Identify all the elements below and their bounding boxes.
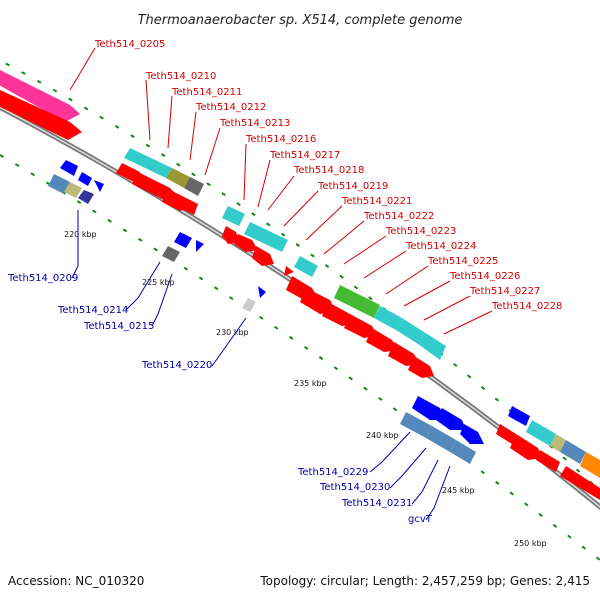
map-title: Thermoanaerobacter sp. X514, complete ge… — [138, 13, 463, 28]
feature-teth514-0205-red[interactable] — [0, 90, 82, 140]
feature-blue-0220[interactable] — [258, 286, 266, 298]
feature-steel-0230[interactable] — [426, 426, 456, 452]
feature-blue-0209-b[interactable] — [78, 172, 92, 186]
label-teth514-0205[interactable]: Teth514_0205 — [94, 39, 165, 50]
feature-orange-right[interactable] — [580, 452, 600, 478]
feature-red-0210[interactable] — [116, 163, 140, 182]
label-teth514-0224[interactable]: Teth514_0224 — [405, 241, 476, 252]
forward-labels: Teth514_0205 Teth514_0210 Teth514_0211 T… — [94, 39, 562, 312]
label-teth514-0212[interactable]: Teth514_0212 — [195, 102, 266, 113]
tick-245kbp: 245 kbp — [442, 486, 475, 495]
feature-red-right-1[interactable] — [496, 424, 516, 444]
label-teth514-0220[interactable]: Teth514_0220 — [141, 360, 212, 371]
feature-steel-right[interactable] — [560, 440, 586, 464]
label-teth514-0216[interactable]: Teth514_0216 — [245, 134, 316, 145]
feature-navy-0209[interactable] — [78, 190, 94, 204]
feature-steel-0229[interactable] — [400, 412, 432, 438]
feature-cyan-0225[interactable] — [396, 318, 424, 344]
tick-220kbp: 220 kbp — [64, 230, 97, 239]
tick-240kbp: 240 kbp — [366, 431, 399, 440]
feature-blue-0214[interactable] — [174, 232, 192, 248]
feature-red-0224[interactable] — [344, 314, 378, 338]
tick-235kbp: 235 kbp — [294, 379, 327, 388]
label-teth514-0213[interactable]: Teth514_0213 — [219, 118, 290, 129]
feature-red-0216[interactable] — [222, 226, 240, 244]
label-teth514-0226[interactable]: Teth514_0226 — [449, 271, 520, 282]
label-teth514-0217[interactable]: Teth514_0217 — [269, 150, 340, 161]
feature-cyan-0216[interactable] — [222, 206, 245, 226]
feature-olive-0211[interactable] — [166, 168, 190, 188]
feature-gray-0214[interactable] — [162, 246, 180, 262]
label-teth514-0211[interactable]: Teth514_0211 — [171, 87, 242, 98]
label-teth514-0209[interactable]: Teth514_0209 — [7, 273, 78, 284]
accession-text: Accession: NC_010320 — [8, 574, 144, 588]
feature-teth514-0205-magenta[interactable] — [0, 70, 80, 122]
label-gcvt[interactable]: gcvT — [408, 514, 433, 525]
feature-red-right-2[interactable] — [510, 434, 542, 460]
feature-cyan-0224[interactable] — [374, 306, 402, 330]
feature-blue-0230[interactable] — [436, 408, 466, 430]
feature-green-0223[interactable] — [334, 285, 380, 318]
feature-khaki-right[interactable] — [550, 434, 566, 452]
label-teth514-0230[interactable]: Teth514_0230 — [319, 482, 390, 493]
feature-cyan-0210[interactable] — [124, 148, 172, 178]
feature-red-0213[interactable] — [182, 198, 198, 215]
label-teth514-0231[interactable]: Teth514_0231 — [341, 498, 412, 509]
feature-blue-0215[interactable] — [196, 240, 204, 252]
feature-cyan-0217[interactable] — [244, 222, 288, 252]
feature-khaki-0209[interactable] — [64, 182, 82, 198]
label-teth514-0228[interactable]: Teth514_0228 — [491, 301, 562, 312]
reverse-label-leaders — [71, 210, 451, 521]
feature-blue-right[interactable] — [508, 406, 530, 426]
feature-red-0227[interactable] — [408, 356, 434, 378]
feature-blue-0229[interactable] — [412, 396, 446, 420]
tick-225kbp: 225 kbp — [142, 278, 175, 287]
coordinate-ticks: 220 kbp 225 kbp 230 kbp 235 kbp 240 kbp … — [64, 230, 547, 548]
label-teth514-0215[interactable]: Teth514_0215 — [83, 321, 154, 332]
topology-text: Topology: circular; Length: 2,457,259 bp… — [259, 574, 590, 588]
label-teth514-0223[interactable]: Teth514_0223 — [385, 226, 456, 237]
label-teth514-0219[interactable]: Teth514_0219 — [317, 181, 388, 192]
feature-gray-0220[interactable] — [242, 298, 256, 312]
forward-label-leaders — [69, 47, 493, 335]
feature-cyan-right[interactable] — [526, 420, 556, 446]
feature-blue-0209-c[interactable] — [94, 180, 104, 192]
feature-red-0226[interactable] — [388, 342, 420, 366]
label-teth514-0229[interactable]: Teth514_0229 — [297, 467, 368, 478]
label-teth514-0214[interactable]: Teth514_0214 — [57, 305, 128, 316]
feature-red-0217[interactable] — [234, 234, 258, 252]
label-teth514-0218[interactable]: Teth514_0218 — [293, 165, 364, 176]
feature-blue-0209-a[interactable] — [60, 160, 78, 176]
feature-red-0219[interactable] — [284, 266, 294, 276]
tick-250kbp: 250 kbp — [514, 539, 547, 548]
reverse-labels: Teth514_0209 Teth514_0214 Teth514_0215 T… — [7, 273, 433, 525]
label-teth514-0227[interactable]: Teth514_0227 — [469, 286, 540, 297]
feature-red-0225[interactable] — [366, 328, 398, 352]
label-teth514-0210[interactable]: Teth514_0210 — [145, 71, 216, 82]
label-teth514-0225[interactable]: Teth514_0225 — [427, 256, 498, 267]
feature-cyan-0226[interactable] — [418, 332, 446, 360]
feature-red-0218[interactable] — [252, 246, 274, 266]
tick-230kbp: 230 kbp — [216, 328, 249, 337]
feature-steel-gcvt[interactable] — [450, 440, 476, 464]
feature-red-right-4[interactable] — [560, 466, 600, 500]
feature-gray-0212[interactable] — [184, 177, 204, 196]
feature-cyan-0221[interactable] — [294, 256, 318, 277]
feature-blue-0231[interactable] — [460, 424, 484, 444]
forward-features — [0, 70, 600, 500]
label-teth514-0221[interactable]: Teth514_0221 — [341, 196, 412, 207]
reverse-features — [48, 160, 484, 464]
feature-steel-0209[interactable] — [48, 174, 70, 194]
label-teth514-0222[interactable]: Teth514_0222 — [363, 211, 434, 222]
feature-red-right-3[interactable] — [536, 450, 560, 472]
